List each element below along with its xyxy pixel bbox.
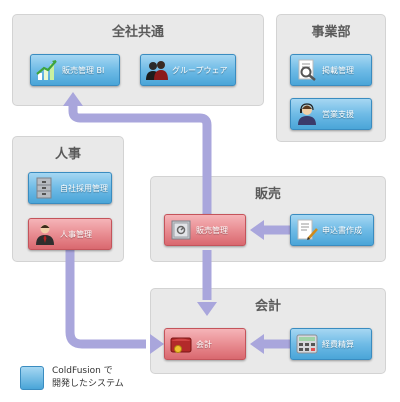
flow-sales-to-shared bbox=[68, 104, 212, 220]
arrowhead-shared bbox=[63, 92, 83, 106]
panel-title-accounting: 会計 bbox=[254, 299, 281, 314]
tile-personnel[interactable]: 人事管理 bbox=[28, 218, 112, 250]
panel-title-shared: 全社共通 bbox=[111, 25, 164, 40]
tile-sales-mgmt[interactable]: 販売管理 bbox=[164, 214, 246, 246]
bar-chart-growth-icon bbox=[36, 60, 57, 80]
tile-sales-bi[interactable]: 販売管理 BI bbox=[30, 54, 120, 86]
tile-groupware[interactable]: グループウェア bbox=[140, 54, 236, 86]
tile-label-groupware: グループウェア bbox=[172, 65, 228, 75]
tile-label-sales-mgmt: 販売管理 bbox=[196, 225, 228, 235]
tile-label-sales-support: 営業支援 bbox=[322, 109, 354, 119]
operator-headset-icon bbox=[298, 103, 316, 125]
tile-bulletin[interactable]: 掲載管理 bbox=[290, 54, 372, 86]
tile-label-recruiting: 自社採用管理 bbox=[60, 183, 108, 193]
tile-label-expense: 経費精算 bbox=[322, 339, 354, 349]
tile-accounting[interactable]: 会計 bbox=[164, 328, 246, 360]
document-pen-icon bbox=[297, 219, 318, 240]
wallet-icon bbox=[170, 337, 192, 353]
legend-swatch bbox=[20, 366, 44, 390]
tile-label-application-form: 申込書作成 bbox=[322, 225, 362, 235]
tile-label-accounting: 会計 bbox=[196, 339, 212, 349]
tile-sales-support[interactable]: 営業支援 bbox=[290, 98, 372, 130]
arrowhead-accounting-top bbox=[197, 302, 217, 316]
arrowhead-sales-right bbox=[250, 220, 264, 240]
panel-title-sales: 販売 bbox=[254, 187, 281, 202]
calculator-icon bbox=[296, 334, 318, 354]
arrowhead-accounting-right bbox=[250, 334, 264, 354]
flow-personnel-to-accounting bbox=[65, 250, 146, 349]
safe-icon bbox=[171, 220, 191, 240]
file-cabinet-icon bbox=[36, 177, 52, 199]
panel-title-division: 事業部 bbox=[311, 25, 351, 40]
magnifier-document-icon bbox=[298, 59, 316, 81]
tile-label-personnel: 人事管理 bbox=[60, 229, 92, 239]
tile-recruiting[interactable]: 自社採用管理 bbox=[28, 172, 112, 204]
legend-label: ColdFusion で 開発したシステム bbox=[52, 366, 124, 389]
arrowhead-accounting-left bbox=[150, 334, 164, 354]
tile-label-bulletin: 掲載管理 bbox=[322, 65, 354, 75]
businessman-icon bbox=[36, 224, 54, 245]
tile-label-sales-bi: 販売管理 BI bbox=[62, 65, 105, 75]
people-icon bbox=[146, 61, 168, 80]
tile-expense[interactable]: 経費精算 bbox=[290, 328, 372, 360]
tile-application-form[interactable]: 申込書作成 bbox=[290, 214, 374, 246]
panel-title-hr: 人事 bbox=[54, 147, 81, 162]
